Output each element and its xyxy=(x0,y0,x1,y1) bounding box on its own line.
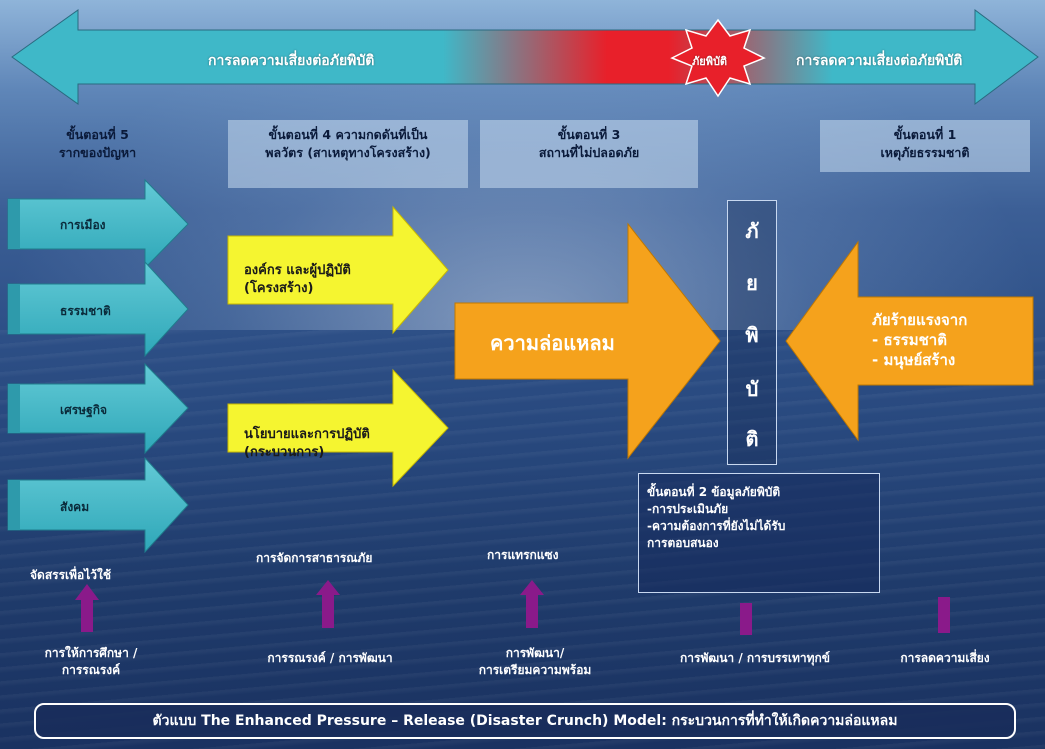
step2-box: ขั้นตอนที่ 2 ข้อมูลภัยพิบัติ -การประเมิน… xyxy=(638,473,880,593)
bottom-label-5: การลดความเสี่ยง xyxy=(900,651,990,665)
step3-header: ขั้นตอนที่ 3 สถานที่ไม่ปลอดภัย xyxy=(480,120,698,188)
purple-arrows xyxy=(75,580,950,635)
purple-arrow-1 xyxy=(75,584,99,632)
hazard-arrow xyxy=(785,240,1034,442)
step3-line2: สถานที่ไม่ปลอดภัย xyxy=(538,145,640,160)
top-arrow-label-left: การลดความเสี่ยงต่อภัยพิบัติ xyxy=(208,53,375,69)
step2-item3: การตอบสนอง xyxy=(647,536,719,550)
disaster-burst xyxy=(670,18,766,98)
disaster-char-5: ติ xyxy=(745,427,759,451)
step1-line1: ขั้นตอนที่ 1 xyxy=(893,127,957,142)
purple-arrow-3 xyxy=(520,580,544,628)
cause-stub-3 xyxy=(8,384,20,433)
step1-header: ขั้นตอนที่ 1 เหตุภัยธรรมชาติ xyxy=(820,120,1030,172)
step5-line1: ขั้นตอนที่ 5 xyxy=(66,127,129,142)
purple-bar-4 xyxy=(740,603,752,635)
cause-label-economy: เศรษฐกิจ xyxy=(60,403,107,417)
step4-line2: พลวัตร (สาเหตุทางโครงสร้าง) xyxy=(265,145,431,160)
step2-item2: -ความต้องการที่ยังไม่ได้รับ xyxy=(647,519,786,533)
disaster-char-1: ภั xyxy=(745,219,759,243)
step4-line1: ขั้นตอนที่ 4 ความกดดันที่เป็น xyxy=(268,127,428,142)
vulnerability-label: ความล่อแหลม xyxy=(490,331,615,355)
cause-stub-2 xyxy=(8,284,20,334)
disaster-vertical-box: ภั ย พิ บั ติ xyxy=(727,200,777,465)
step2-item1: -การประเมินภัย xyxy=(647,502,729,516)
pressure-label-organization: องค์กร และผู้ปฏิบัติ (โครงสร้าง) xyxy=(244,263,351,296)
step4-header: ขั้นตอนที่ 4 ความกดดันที่เป็น พลวัตร (สา… xyxy=(228,120,468,188)
bottom-label-2: การรณรงค์ / การพัฒนา xyxy=(267,651,393,665)
cause-arrow-society xyxy=(7,456,189,554)
cause-label-nature: ธรรมชาติ xyxy=(60,304,111,318)
pressure-arrow-organization xyxy=(227,205,449,335)
step2-title: ขั้นตอนที่ 2 ข้อมูลภัยพิบัติ xyxy=(647,485,781,499)
disaster-char-3: พิ xyxy=(745,323,759,347)
action-label-public-mgmt: การจัดการสาธารณภัย xyxy=(256,551,373,565)
purple-arrow-2 xyxy=(316,580,340,628)
hazard-label: ภัยร้ายแรงจาก - ธรรมชาติ - มนุษย์สร้าง xyxy=(872,311,968,369)
disaster-char-2: ย xyxy=(746,271,758,295)
bottom-label-4: การพัฒนา / การบรรเทาทุกข์ xyxy=(680,651,830,665)
root-cause-arrows xyxy=(7,178,189,554)
bottom-label-1: การให้การศึกษา / การรณรงค์ xyxy=(44,646,138,677)
cause-arrow-politics xyxy=(7,178,189,270)
step5-line2: รากของปัญหา xyxy=(58,145,137,160)
purple-bar-5 xyxy=(938,597,950,633)
step5-header: ขั้นตอนที่ 5 รากของปัญหา xyxy=(30,120,165,172)
action-label-resources: จัดสรรเพื่อไว้ใช้ xyxy=(30,568,112,582)
cause-stub-4 xyxy=(8,480,20,530)
step1-line2: เหตุภัยธรรมชาติ xyxy=(880,145,970,160)
vulnerability-arrow xyxy=(454,222,721,460)
step3-line1: ขั้นตอนที่ 3 xyxy=(557,127,621,142)
pressure-label-policy: นโยบายและการปฏิบัติ (กระบวนการ) xyxy=(244,427,370,460)
bottom-label-3: การพัฒนา/ การเตรียมความพร้อม xyxy=(478,646,592,677)
cause-arrow-economy xyxy=(7,362,189,455)
top-arrow-label-right: การลดความเสี่ยงต่อภัยพิบัติ xyxy=(796,53,963,69)
cause-label-society: สังคม xyxy=(60,500,90,514)
pressure-arrow-policy xyxy=(227,368,449,488)
cause-label-politics: การเมือง xyxy=(60,218,106,232)
model-caption: ตัวแบบ The Enhanced Pressure – Release (… xyxy=(34,703,1016,739)
cause-stub-1 xyxy=(8,199,20,249)
cause-arrow-nature xyxy=(7,260,189,358)
disaster-burst-label: ภัยพิบัติ xyxy=(692,55,728,68)
disaster-char-4: บั xyxy=(745,377,759,401)
top-double-arrow xyxy=(11,9,1039,105)
action-label-intervention: การแทรกแซง xyxy=(487,548,559,562)
